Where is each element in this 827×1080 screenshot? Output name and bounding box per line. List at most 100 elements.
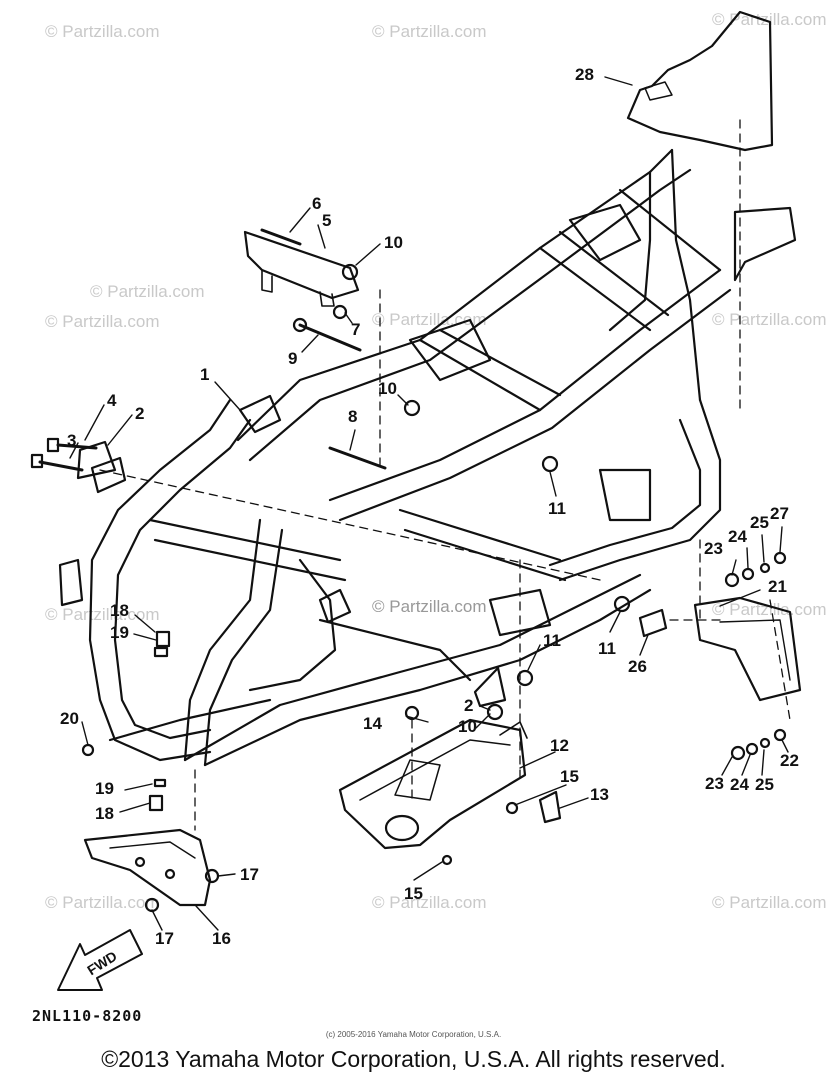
lower-frame-rail xyxy=(183,573,642,762)
callout-14: 14 xyxy=(363,714,382,733)
front-skid-plate-hole xyxy=(134,856,146,868)
skid-plate-rib xyxy=(359,739,511,801)
leader-line xyxy=(746,547,749,569)
skid-plate-hole xyxy=(384,814,420,842)
leader-line xyxy=(69,442,79,459)
callout-15: 15 xyxy=(560,767,579,786)
skid-plate xyxy=(338,718,527,850)
leader-line xyxy=(344,312,353,324)
bolt-22 xyxy=(773,728,787,742)
nut-11 xyxy=(613,595,631,613)
leader-line xyxy=(741,754,751,776)
leader-line xyxy=(151,909,163,931)
leader-line xyxy=(514,784,567,806)
front-down-tube xyxy=(248,558,337,692)
leader-line xyxy=(721,756,733,776)
bolt-6 xyxy=(260,228,302,246)
front-down-tube xyxy=(203,528,284,767)
leader-line xyxy=(604,76,633,86)
callout-5: 5 xyxy=(322,211,332,230)
cross-member xyxy=(618,188,722,272)
frame-plate-2 xyxy=(473,666,507,708)
center-cross-tube xyxy=(148,518,342,562)
lower-frame-rail xyxy=(108,698,272,742)
center-cross-tube xyxy=(153,538,347,582)
callout-6: 6 xyxy=(312,194,322,213)
rear-fender-plate xyxy=(626,10,774,152)
callout-20: 20 xyxy=(60,709,79,728)
watermark: © Partzilla.com xyxy=(372,893,487,912)
leader-line xyxy=(195,905,219,931)
callout-25: 25 xyxy=(750,513,769,532)
center-cross-tube xyxy=(318,618,472,682)
callout-23: 23 xyxy=(704,539,723,558)
bolt-8 xyxy=(328,446,387,470)
nut-10 xyxy=(403,399,421,417)
upper-frame-rail xyxy=(338,288,732,522)
front-skid-plate-hole xyxy=(164,868,176,880)
watermark: © Partzilla.com xyxy=(45,312,160,331)
callout-4: 4 xyxy=(107,391,117,410)
bracket-13 xyxy=(538,790,562,824)
upper-frame-rail xyxy=(236,148,674,442)
front-down-tube xyxy=(183,518,262,762)
gusset xyxy=(238,394,282,434)
fender-plate-bracket xyxy=(733,206,797,282)
callout-8: 8 xyxy=(348,407,358,426)
watermark: © Partzilla.com xyxy=(90,282,205,301)
leader-line xyxy=(413,861,443,881)
callout-9: 9 xyxy=(288,349,298,368)
watermark: © Partzilla.com xyxy=(712,310,827,329)
leader-line xyxy=(559,797,589,809)
nut-14 xyxy=(404,705,420,721)
leader-line xyxy=(214,381,241,411)
lower-frame-rail xyxy=(203,588,652,767)
callout-3: 3 xyxy=(67,431,77,450)
gusset xyxy=(598,468,652,522)
callout-11: 11 xyxy=(598,639,616,658)
collar-18 xyxy=(148,794,164,812)
fwd-arrow xyxy=(57,929,143,991)
seat-bracket-tab xyxy=(261,269,273,293)
leader-line xyxy=(84,404,105,441)
rear-cover-21-face xyxy=(719,619,791,681)
callout-13: 13 xyxy=(590,785,609,804)
fender-plate-slot xyxy=(644,81,673,101)
washer-24 xyxy=(741,567,755,581)
leader-line xyxy=(519,751,556,769)
gusset xyxy=(488,588,552,637)
nut-11 xyxy=(541,455,559,473)
bolt-15 xyxy=(505,801,519,815)
watermark: © Partzilla.com xyxy=(712,893,827,912)
watermark: © Partzilla.com xyxy=(712,600,827,619)
watermark: © Partzilla.com xyxy=(45,605,160,624)
watermark: © Partzilla.com xyxy=(45,22,160,41)
gusset xyxy=(318,588,352,624)
bolt-9 xyxy=(298,323,362,352)
watermark: © Partzilla.com xyxy=(372,597,487,616)
leader-line xyxy=(639,634,649,656)
leader-line xyxy=(731,559,737,576)
callout-11: 11 xyxy=(543,631,561,650)
alignment-line xyxy=(99,469,601,581)
collar-19 xyxy=(153,646,169,658)
callout-12: 12 xyxy=(550,736,569,755)
bolt-3-head xyxy=(30,453,44,469)
leader-line xyxy=(549,471,557,497)
leader-line xyxy=(397,394,409,406)
drawing-code: 2NL110-8200 xyxy=(32,1007,143,1025)
leader-line xyxy=(355,243,381,266)
washer-25 xyxy=(759,562,771,574)
alignment-line xyxy=(769,599,791,721)
front-bracket xyxy=(58,558,84,607)
rear-cover-21 xyxy=(693,596,802,702)
bolt-17 xyxy=(204,868,220,884)
leader-line xyxy=(107,414,133,446)
callout-22: 22 xyxy=(780,751,799,770)
callout-11: 11 xyxy=(548,499,566,518)
leader-line xyxy=(781,739,789,753)
footer-copyright: ©2013 Yamaha Motor Corporation, U.S.A. A… xyxy=(101,1046,726,1072)
front-bracket xyxy=(90,456,127,494)
watermark: © Partzilla.com xyxy=(45,893,160,912)
